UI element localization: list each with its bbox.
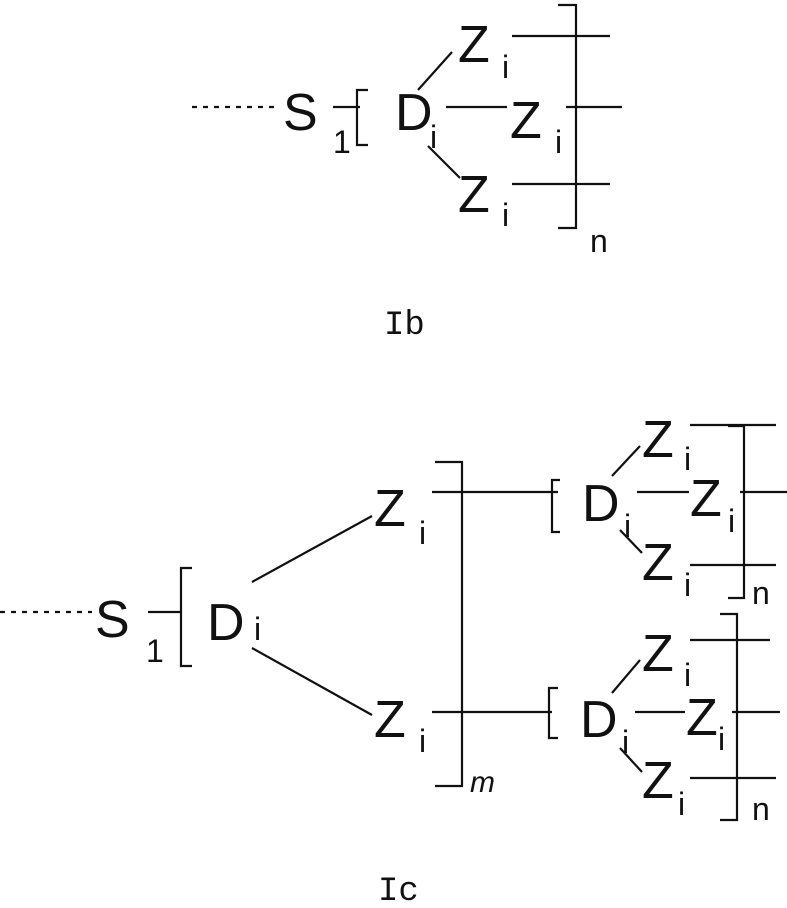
ic-upper-d-atom: D <box>582 475 620 533</box>
ic-z-lower-subscript: i <box>419 723 426 759</box>
ic-m-label: m <box>470 766 495 799</box>
ic-lower-right-bracket <box>720 614 737 820</box>
ic-big-right-bracket <box>435 462 462 786</box>
ib-s-atom: S <box>283 84 318 142</box>
ic-z-upper-subscript: i <box>419 515 426 551</box>
ic-lower-d-atom: D <box>580 691 618 749</box>
ib-z-bottom-subscript: i <box>502 197 509 233</box>
ic-caption: Ic <box>378 873 419 908</box>
ib-n-label: n <box>590 223 608 259</box>
ib-d-atom: D <box>395 84 433 142</box>
ib-z-middle: Z <box>510 92 542 150</box>
structure-ib: S 1 D i Z i Z i Z i n Ib <box>192 5 622 345</box>
ib-left-bracket <box>357 90 368 145</box>
ib-z-bottom: Z <box>458 166 490 224</box>
ic-lower-bond-d-z-top <box>612 660 640 693</box>
ic-upper-z-middle: Z <box>690 470 722 528</box>
ib-z-middle-subscript: i <box>555 124 562 160</box>
ic-s-atom: S <box>95 591 130 649</box>
ic-lower-z-top-subscript: i <box>684 657 691 693</box>
ic-d-subscript: i <box>254 611 261 647</box>
ic-lower-z-bottom: Z <box>642 752 674 810</box>
ic-bond-d-z-upper <box>252 516 372 582</box>
ic-upper-z-bottom: Z <box>642 534 674 592</box>
ic-upper-bond-d-z-top <box>612 446 640 476</box>
ib-s-subscript: 1 <box>333 124 351 160</box>
ic-d-atom: D <box>207 594 245 652</box>
ic-z-lower: Z <box>374 691 406 749</box>
ic-upper-left-bracket <box>552 480 560 532</box>
ib-z-top: Z <box>458 16 490 74</box>
ic-lower-n-label: n <box>752 791 770 827</box>
ic-lower-z-bottom-subscript: i <box>678 786 685 822</box>
ic-upper-z-top: Z <box>642 411 674 469</box>
ic-upper-n-label: n <box>752 575 770 611</box>
ib-caption: Ib <box>384 307 425 345</box>
ic-s-subscript: 1 <box>146 633 164 669</box>
ic-upper-z-middle-subscript: i <box>728 503 735 539</box>
ic-lower-branch: D i Z i Z i Z i n <box>549 614 780 827</box>
ic-lower-z-top: Z <box>642 625 674 683</box>
ic-lower-bond-d-z-bottom <box>620 748 642 772</box>
ic-z-upper: Z <box>374 480 406 538</box>
ib-z-top-subscript: i <box>502 49 509 85</box>
ib-bond-d-z-bottom <box>428 146 460 178</box>
ic-lower-z-middle-subscript: i <box>718 721 725 757</box>
ic-upper-z-bottom-subscript: i <box>684 567 691 603</box>
ic-lower-z-middle: Z <box>686 689 718 747</box>
structure-ic: S 1 D i Z i Z i m D i Z i Z i Z i <box>0 411 787 908</box>
ic-bond-d-z-lower <box>252 648 372 715</box>
ic-upper-branch: D i Z i Z i Z i n <box>552 411 787 611</box>
ic-left-bracket <box>181 568 192 666</box>
ib-right-bracket <box>558 5 576 228</box>
ib-bond-d-z-top <box>418 52 452 90</box>
